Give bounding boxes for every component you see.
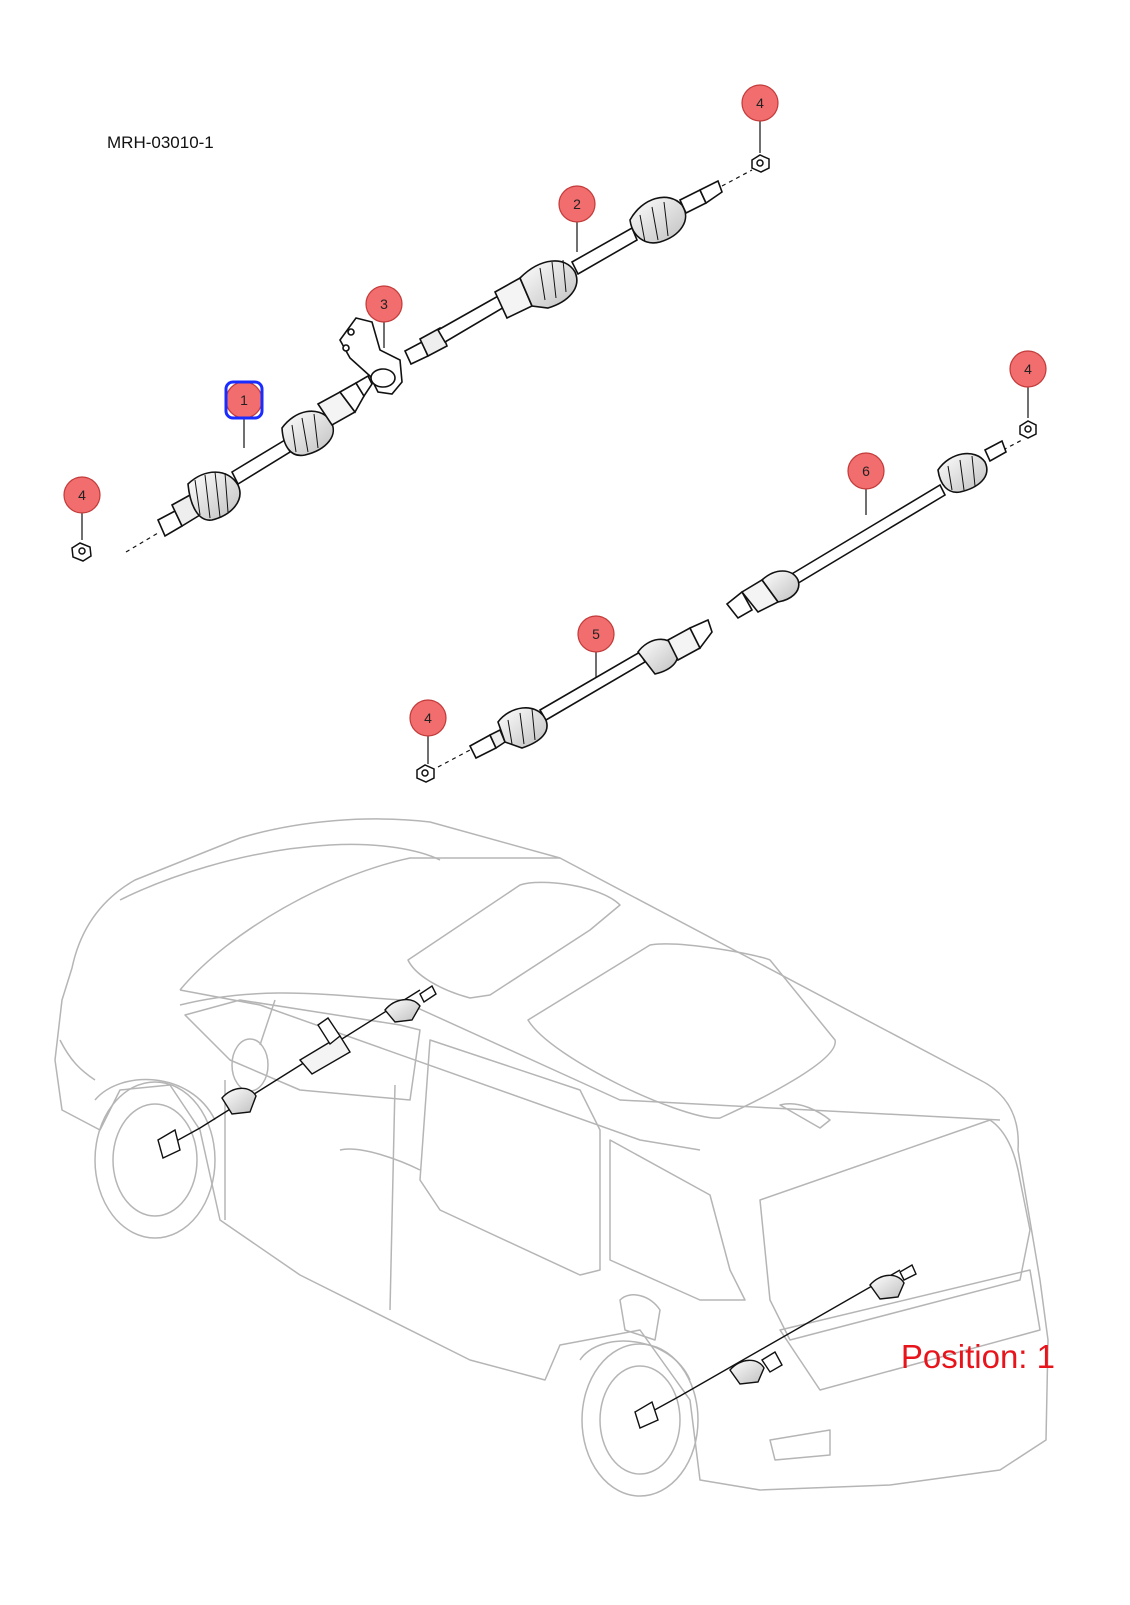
callout-4-rear-right[interactable]: 4 (1009, 350, 1047, 388)
callout-label: 2 (573, 196, 581, 212)
callout-label: 4 (78, 487, 86, 503)
callout-label: 4 (424, 710, 432, 726)
position-label: Position: 1 (900, 1338, 1055, 1375)
hex-nut-front-left (71, 542, 92, 562)
rear-right-drive-shaft (725, 439, 1023, 620)
callout-3[interactable]: 3 (365, 285, 403, 323)
hex-nut-rear-left (416, 764, 435, 783)
rear-left-drive-shaft (437, 618, 713, 768)
diagram-code: MRH-03010-1 (107, 133, 214, 152)
callout-label: 6 (862, 463, 870, 479)
callout-4-front-left[interactable]: 4 (63, 476, 101, 514)
callout-4-rear-left[interactable]: 4 (409, 699, 447, 737)
vehicle-mounted-shafts (157, 984, 917, 1429)
front-right-drive-shaft (403, 169, 753, 366)
front-left-drive-shaft (125, 374, 373, 553)
callout-5[interactable]: 5 (577, 615, 615, 653)
hex-nut-rear-right (1019, 420, 1037, 439)
callout-label: 3 (380, 296, 388, 312)
callout-4-front-right[interactable]: 4 (741, 84, 779, 122)
leader-lines (81, 121, 1029, 764)
center-bearing-bracket (339, 317, 403, 395)
hex-nut-front-right (751, 154, 770, 173)
callout-1[interactable]: 1 (224, 380, 264, 420)
highlight-frame (224, 380, 264, 420)
callout-2[interactable]: 2 (558, 185, 596, 223)
callout-6[interactable]: 6 (847, 452, 885, 490)
callout-label: 4 (756, 95, 764, 111)
callout-label: 5 (592, 626, 600, 642)
vehicle-outline-illustration (54, 818, 1049, 1497)
callout-label: 4 (1024, 361, 1032, 377)
callout-label: 1 (240, 392, 248, 408)
